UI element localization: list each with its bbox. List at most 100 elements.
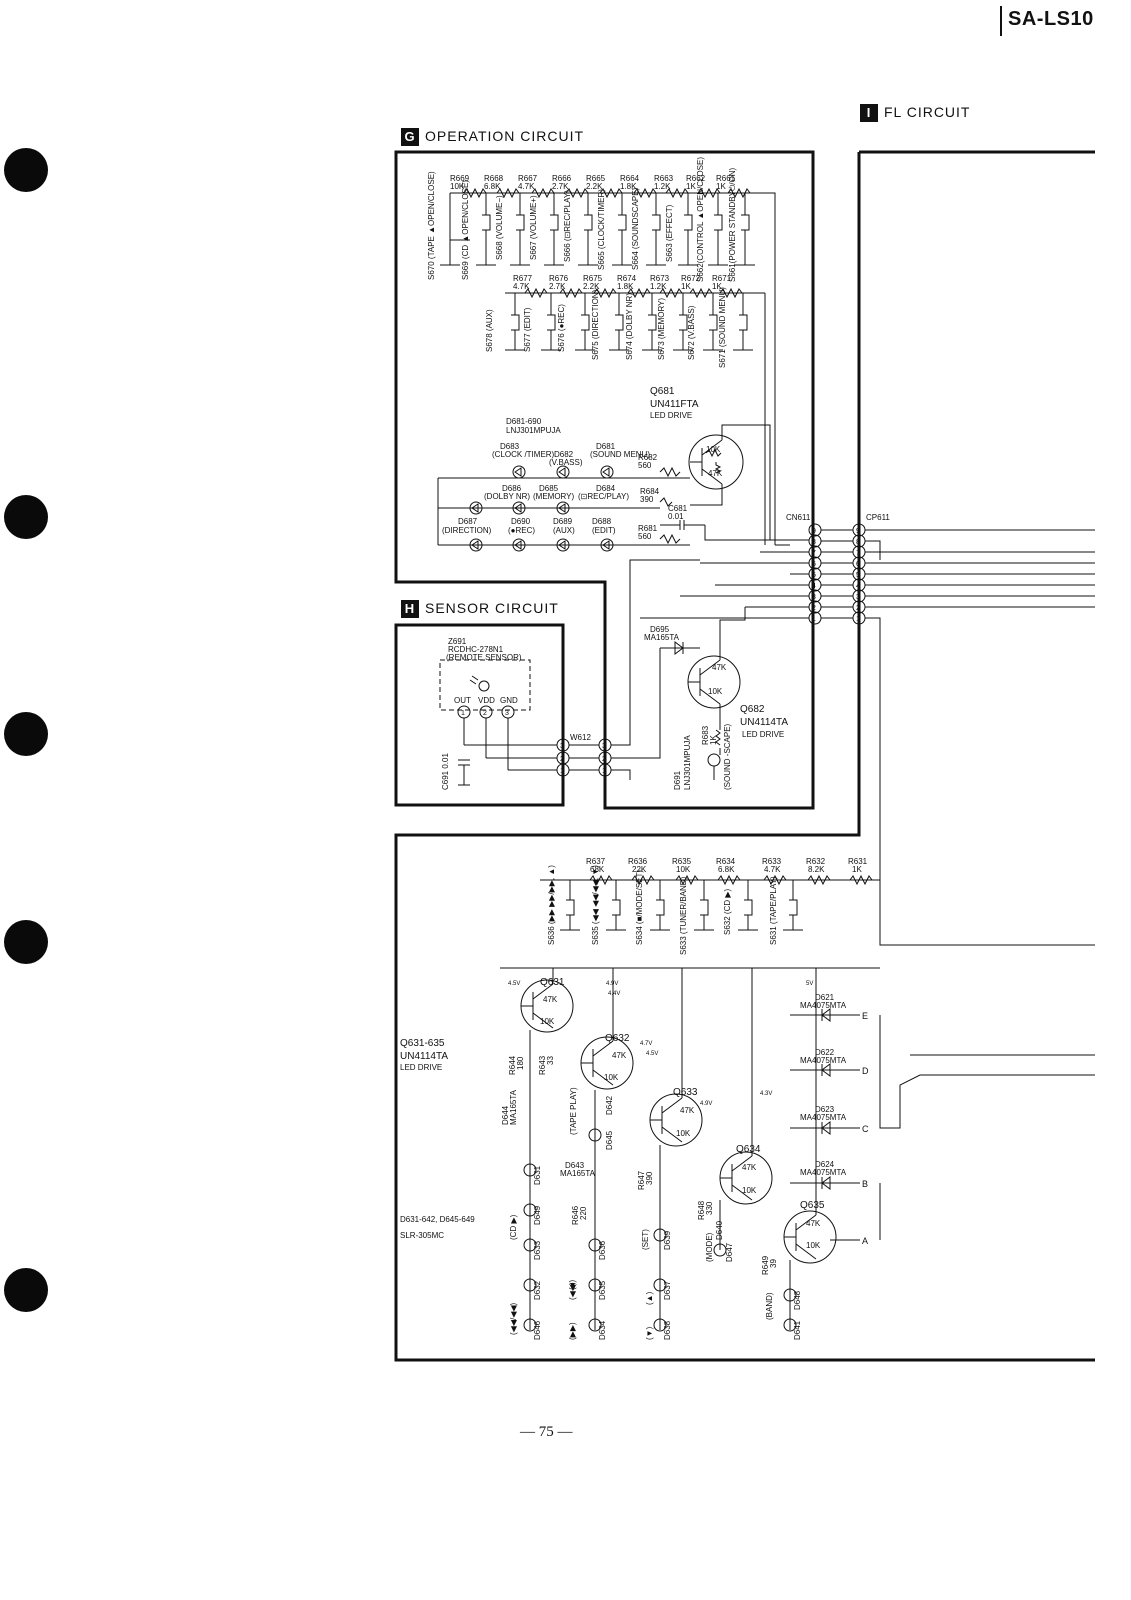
q682-r1: 47K bbox=[712, 663, 727, 672]
r647-value: 390 bbox=[645, 1171, 654, 1185]
s675-label: S675 (DIRECTION) bbox=[591, 289, 600, 360]
r682-value: 560 bbox=[638, 461, 652, 470]
r673-label: R673 bbox=[650, 274, 670, 283]
svg-text:D635: D635 bbox=[598, 1280, 607, 1300]
svg-text:D633: D633 bbox=[533, 1240, 542, 1260]
r681-value: 560 bbox=[638, 532, 652, 541]
svg-text:10K: 10K bbox=[604, 1073, 619, 1082]
r634-value: 6.8K bbox=[718, 865, 735, 874]
svg-text:4.4V: 4.4V bbox=[608, 991, 620, 997]
svg-text:(▼): (▼) bbox=[645, 1326, 654, 1340]
d681-label: (SOUND MENU) bbox=[590, 450, 650, 459]
svg-text:2: 2 bbox=[856, 605, 860, 612]
s633-label: S633 (TUNER/BAND) bbox=[679, 876, 688, 955]
d624-ref: D624 bbox=[815, 1160, 835, 1169]
w612-label: W612 bbox=[570, 733, 591, 742]
svg-text:10K: 10K bbox=[676, 1129, 691, 1138]
r644-value: 180 bbox=[516, 1056, 525, 1070]
svg-text:D646: D646 bbox=[533, 1320, 542, 1340]
svg-text:4.3V: 4.3V bbox=[760, 1091, 772, 1097]
d644-ref: D644 bbox=[501, 1105, 510, 1125]
s667-label: S667 (VOLUME+) bbox=[529, 195, 538, 260]
binder-hole bbox=[4, 1268, 48, 1312]
r648-ref: R648 bbox=[697, 1200, 706, 1220]
led-d685 bbox=[512, 501, 526, 515]
svg-text:47K: 47K bbox=[680, 1106, 695, 1115]
svg-text:10K: 10K bbox=[806, 1241, 821, 1250]
d681-ref: D681 bbox=[596, 442, 616, 451]
q682-role: LED DRIVE bbox=[742, 730, 784, 739]
d688-label: (EDIT) bbox=[592, 526, 616, 535]
svg-text:47K: 47K bbox=[806, 1219, 821, 1228]
r646-value: 220 bbox=[579, 1206, 588, 1220]
d691-label: (SOUND -SCAPE) bbox=[723, 723, 732, 790]
r636-ref: R636 bbox=[628, 857, 648, 866]
d687-ref: D687 bbox=[458, 517, 478, 526]
r682-ref: R682 bbox=[638, 453, 658, 462]
svg-text:D647: D647 bbox=[725, 1242, 734, 1262]
operation-board-outline bbox=[394, 150, 815, 810]
d683-label: (CLOCK /TIMER) bbox=[492, 450, 555, 459]
s672-label: S672 (V.BASS) bbox=[687, 305, 696, 360]
svg-text:2: 2 bbox=[812, 605, 816, 612]
r646-ref: R646 bbox=[571, 1205, 580, 1225]
svg-text:(▲): (▲) bbox=[645, 1291, 654, 1305]
r674-value: 1.8K bbox=[617, 282, 634, 291]
r665-value: 2.2K bbox=[586, 182, 603, 191]
sensor-board-outline bbox=[394, 623, 565, 807]
svg-text:D642: D642 bbox=[605, 1095, 614, 1115]
r667-label: R667 bbox=[518, 174, 538, 183]
led-d687 bbox=[469, 538, 483, 552]
svg-text:10K: 10K bbox=[540, 1017, 555, 1026]
header-divider bbox=[1000, 6, 1002, 36]
led-d682 bbox=[556, 465, 570, 479]
q681-part: UN411FTA bbox=[650, 399, 699, 410]
r649-value: 39 bbox=[769, 1259, 778, 1268]
r633-value: 4.7K bbox=[764, 865, 781, 874]
svg-text:5: 5 bbox=[856, 572, 860, 579]
svg-text:47K: 47K bbox=[543, 995, 558, 1004]
svg-text:(◀◀/◀◀): (◀◀/◀◀) bbox=[509, 1303, 518, 1335]
r673-value: 1.2K bbox=[650, 282, 667, 291]
svg-text:8: 8 bbox=[812, 539, 816, 546]
svg-text:(■): (■) bbox=[568, 1280, 577, 1290]
svg-text:4.9V: 4.9V bbox=[606, 981, 618, 987]
r648-value: 330 bbox=[705, 1201, 714, 1215]
led-fl-group-refs: D631-642, D645-649 bbox=[400, 1215, 475, 1224]
d623-part: MA4075MTA bbox=[800, 1113, 847, 1122]
q681-body bbox=[688, 434, 744, 490]
svg-text:7: 7 bbox=[812, 550, 816, 557]
d682-label: (V.BASS) bbox=[549, 458, 583, 467]
svg-text:4.7V: 4.7V bbox=[640, 1041, 652, 1047]
r681-ref: R681 bbox=[638, 524, 658, 533]
r635-value: 10K bbox=[676, 865, 691, 874]
s635-label: S635 (◀◀ ◀◀/◀◀, ▼) bbox=[591, 865, 600, 945]
r636-value: 22K bbox=[632, 865, 647, 874]
r662-label: R662 bbox=[686, 174, 706, 183]
svg-text:6: 6 bbox=[812, 561, 816, 568]
s665-label: S665 (CLOCK/TIMER) bbox=[597, 189, 606, 270]
section-title: FL CIRCUIT bbox=[884, 104, 971, 120]
d682-ref: D682 bbox=[554, 450, 574, 459]
d689-label: (AUX) bbox=[553, 526, 575, 535]
s632-label: S632 (CD ▶) bbox=[723, 889, 732, 936]
d643-part: MA165TA bbox=[560, 1169, 596, 1178]
term-b: B bbox=[862, 1179, 868, 1189]
d687-label: (DIRECTION) bbox=[442, 526, 492, 535]
r671-label: R671 bbox=[712, 274, 732, 283]
svg-text:(BAND): (BAND) bbox=[765, 1292, 774, 1320]
r676-value: 2.7K bbox=[549, 282, 566, 291]
fl-board-outline bbox=[394, 152, 1095, 1362]
r666-value: 2.7K bbox=[552, 182, 569, 191]
r661-value: 1K bbox=[716, 182, 726, 191]
d690-ref: D690 bbox=[511, 517, 531, 526]
q682-r2: 10K bbox=[708, 687, 723, 696]
z691-ref: Z691 bbox=[448, 637, 467, 646]
cn611-label: CN611 bbox=[786, 513, 811, 522]
d689-ref: D689 bbox=[553, 517, 573, 526]
svg-text:4.5V: 4.5V bbox=[508, 981, 520, 987]
led-d681 bbox=[600, 465, 614, 479]
q632-ref: Q632 bbox=[605, 1033, 630, 1044]
q-group-role: LED DRIVE bbox=[400, 1063, 442, 1072]
